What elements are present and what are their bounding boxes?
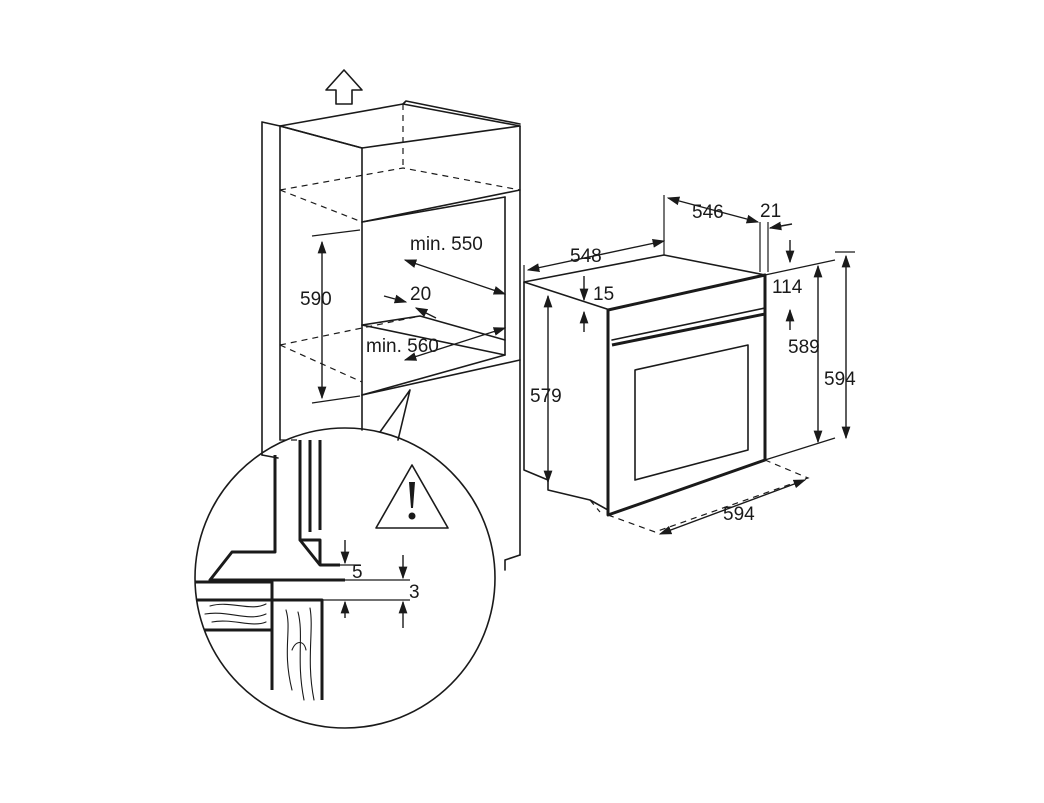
cabinet-dimension-lines (311, 229, 507, 404)
total-height-label: 594 (824, 369, 856, 390)
niche-height-label: 590 (300, 289, 332, 310)
total-width-label: 594 (723, 504, 755, 525)
detail-magnifier (194, 427, 496, 729)
warning-icon (375, 464, 449, 529)
body-height-label: 579 (530, 386, 562, 407)
detail-gap-b-label: 3 (409, 582, 420, 603)
niche-width-label: min. 560 (366, 336, 439, 357)
detail-gap-a-label: 5 (352, 562, 363, 583)
detail-section (195, 440, 410, 701)
total-depth-label: 548 (570, 246, 602, 267)
control-panel-height-label: 114 (772, 277, 803, 298)
front-thickness-label: 21 (760, 201, 781, 222)
top-offset-label: 15 (593, 284, 614, 305)
body-depth-label: 546 (692, 202, 724, 223)
oven-dimension-lines (523, 195, 855, 535)
oven (523, 254, 810, 533)
front-height-label: 589 (788, 337, 820, 358)
up-arrow-icon (325, 69, 363, 105)
rear-gap-label: 20 (410, 284, 431, 305)
niche-depth-label: min. 550 (410, 234, 483, 255)
